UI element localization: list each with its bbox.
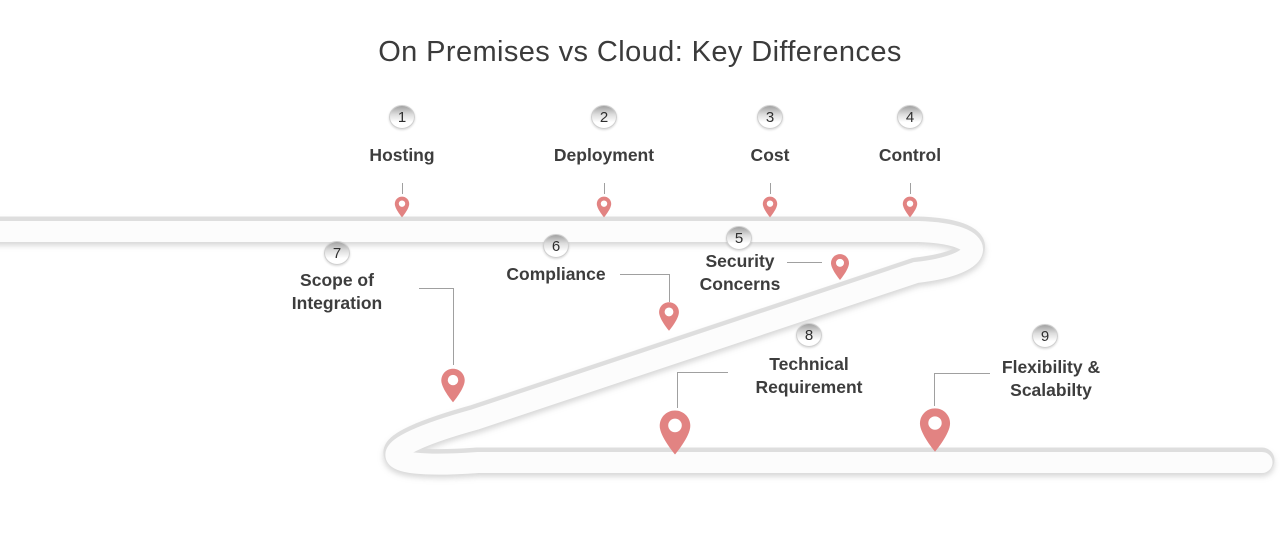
step-number: 9 — [1040, 327, 1050, 345]
step-label: Hosting — [369, 145, 435, 165]
step-number: 5 — [734, 229, 744, 247]
connector-elbow — [620, 274, 670, 302]
step-number: 2 — [599, 108, 609, 126]
connector-elbow — [677, 372, 728, 408]
connector-elbow — [934, 373, 990, 406]
step-label: Flexibility & Scalabilty — [1001, 357, 1101, 400]
step-label: Cost — [750, 145, 790, 165]
page-title: On Premises vs Cloud: Key Differences — [378, 36, 902, 68]
step-number: 4 — [905, 108, 915, 126]
step-label: Deployment — [553, 145, 655, 165]
map-pin-icon — [659, 410, 691, 455]
connector-line — [604, 183, 605, 194]
map-pin-icon — [441, 368, 465, 403]
step-label: Technical Requirement — [755, 354, 863, 397]
map-pin-icon — [659, 302, 679, 331]
step-number-badge: 3 — [757, 105, 783, 129]
step-number-badge: 5 — [726, 226, 752, 250]
step-number-badge: 4 — [897, 105, 923, 129]
step-number: 6 — [551, 237, 561, 255]
connector-elbow — [419, 288, 454, 365]
step-label: Security Concerns — [699, 251, 781, 294]
step-number-badge: 2 — [591, 105, 617, 129]
map-pin-icon — [902, 196, 918, 218]
step-number: 8 — [804, 326, 814, 344]
step-number-badge: 1 — [389, 105, 415, 129]
step-number-badge: 6 — [543, 234, 569, 258]
step-number-badge: 7 — [324, 241, 350, 265]
step-number: 3 — [765, 108, 775, 126]
step-label: Control — [878, 145, 942, 165]
map-pin-icon — [596, 196, 612, 218]
step-number: 1 — [397, 108, 407, 126]
connector-line — [910, 183, 911, 194]
step-number-badge: 9 — [1032, 324, 1058, 348]
step-label: Compliance — [506, 264, 606, 284]
map-pin-icon — [919, 408, 951, 452]
map-pin-icon — [762, 196, 778, 218]
map-pin-icon — [831, 254, 849, 280]
road-surface-layer — [0, 221, 1273, 475]
connector-line — [787, 262, 822, 263]
map-pin-icon — [394, 196, 410, 218]
connector-line — [402, 183, 403, 194]
step-number: 7 — [332, 244, 342, 262]
step-label: Scope of Integration — [291, 270, 383, 313]
road-shadow-layer — [0, 216, 1275, 475]
step-number-badge: 8 — [796, 323, 822, 347]
connector-line — [770, 183, 771, 194]
